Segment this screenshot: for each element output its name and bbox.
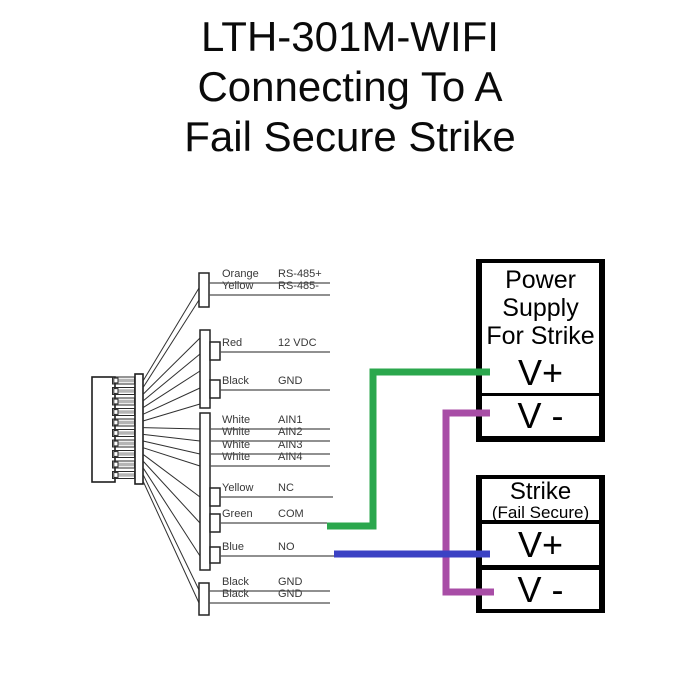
wire-fan-line — [142, 460, 201, 524]
strike-terminal-vplus: V+ — [482, 524, 599, 565]
connector-header — [134, 373, 144, 485]
connector-pin — [112, 408, 135, 416]
power-supply-title-line2: Supply — [502, 294, 579, 322]
com-to-power-vplus-wire — [327, 368, 490, 530]
wire-fan-line — [142, 387, 201, 415]
wire-fan-line — [142, 474, 200, 591]
strike-title: Strike — [509, 479, 572, 505]
pin-contact — [113, 398, 119, 405]
connector-pin — [112, 418, 135, 427]
wire-function-label: AIN3 — [278, 439, 303, 451]
wire-label-row: Black GND — [222, 576, 362, 590]
wire-fan-line — [142, 299, 200, 388]
wire-color-label: Green — [222, 508, 253, 520]
wire-label-row: White AIN3 — [222, 439, 362, 453]
wire-color-label: Orange — [222, 268, 259, 280]
connector-pin — [112, 387, 135, 395]
strike-terminal-vminus: V - — [482, 570, 599, 609]
title-line-1: LTH-301M-WIFI — [201, 13, 499, 60]
wire-fan-line — [142, 453, 201, 498]
wire-label-row: Green COM — [222, 508, 362, 522]
strike-box: Strike (Fail Secure) V+ V - — [476, 475, 605, 613]
power-supply-title-line3: For Strike — [486, 322, 595, 350]
pin-contact — [113, 472, 119, 478]
power-supply-title: Power Supply For Strike — [482, 263, 599, 352]
power-supply-title-line1: Power — [505, 266, 576, 294]
wire-fan-line — [142, 353, 201, 402]
page-title: LTH-301M-WIFI Connecting To A Fail Secur… — [0, 12, 700, 162]
connector-body — [91, 376, 116, 483]
wire-label-row: Orange RS-485+ — [222, 268, 362, 282]
wire-fan-line — [142, 440, 201, 455]
gnd-block — [198, 582, 210, 616]
wire-function-label: RS-485+ — [278, 268, 322, 280]
connector-pin — [112, 397, 135, 406]
power-supply-box: Power Supply For Strike V+ V - — [476, 259, 605, 442]
pin-contact — [113, 451, 119, 457]
wire-fan-line — [142, 480, 200, 604]
io-wires-block — [199, 412, 211, 571]
wire-fan-line — [142, 337, 201, 395]
wire-fan-line — [142, 427, 201, 430]
connector-pin — [112, 439, 135, 448]
power-supply-terminal-vplus: V+ — [482, 352, 599, 393]
wire-color-label: White — [222, 439, 251, 451]
connector-pin — [112, 429, 135, 437]
connector-pin — [112, 471, 135, 479]
wire-color-label: Yellow — [222, 482, 254, 494]
wire-function-label: COM — [278, 508, 304, 520]
power-supply-terminal-vminus: V - — [482, 396, 599, 436]
pin-contact — [113, 430, 119, 436]
connector-pin — [112, 376, 135, 385]
wire-terminal-blocks — [198, 272, 221, 616]
wire-color-label: Blue — [222, 541, 245, 553]
strike-title-box: Strike (Fail Secure) — [482, 479, 599, 520]
wire-function-label: GND — [278, 375, 303, 387]
wire-color-label: Black — [222, 375, 249, 387]
no-stub — [209, 546, 221, 564]
vminus-to-vminus-wire — [442, 409, 494, 596]
wire-fan-line — [142, 370, 201, 409]
label-underlines — [209, 282, 338, 604]
rs485-block — [198, 272, 210, 308]
pin-contact — [113, 377, 119, 384]
pin-contact — [113, 388, 119, 394]
wire-function-label: AIN1 — [278, 414, 303, 426]
wire-label-row: Red 12 VDC — [222, 337, 362, 351]
red-stub — [209, 341, 221, 361]
black-stub — [209, 379, 221, 399]
wire-function-label: GND — [278, 576, 303, 588]
wire-function-label: NC — [278, 482, 294, 494]
wire-fan-line — [142, 287, 200, 382]
wire-fan-line — [142, 433, 201, 442]
com-stub — [209, 513, 221, 533]
connector-pin — [112, 460, 135, 469]
nc-stub — [209, 487, 221, 507]
connector-pins — [112, 376, 135, 479]
wire-function-label: 12 VDC — [278, 337, 317, 349]
wire-fan-line — [142, 447, 201, 467]
wire-color-label: Black — [222, 576, 249, 588]
wire-color-label: Red — [222, 337, 243, 349]
wire-fan-line — [142, 467, 201, 557]
wire-label-row: Black GND — [222, 375, 362, 389]
wire-label-row: White AIN1 — [222, 414, 362, 428]
wire-color-label: White — [222, 414, 251, 426]
wire-fan-lines — [142, 287, 201, 604]
title-line-3: Fail Secure Strike — [184, 113, 516, 160]
connector-pin — [112, 450, 135, 458]
pin-contact — [113, 440, 119, 447]
title-line-2: Connecting To A — [197, 63, 503, 110]
power-wires-block — [199, 329, 211, 409]
pin-contact — [113, 419, 119, 426]
wire-fan-line — [142, 403, 201, 422]
pin-contact — [113, 461, 119, 468]
strike-subtitle: (Fail Secure) — [491, 503, 590, 520]
pin-contact — [113, 409, 119, 415]
wire-function-label: NO — [278, 541, 295, 553]
wire-label-row: Yellow NC — [222, 482, 362, 496]
wire-label-row: Blue NO — [222, 541, 362, 555]
